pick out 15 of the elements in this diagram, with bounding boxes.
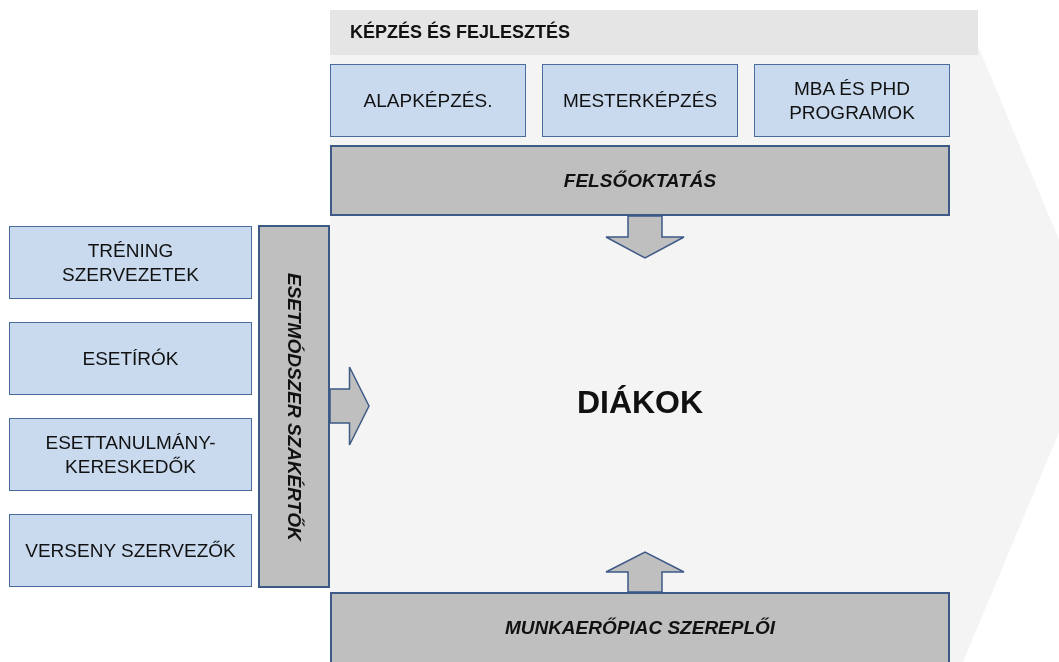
program-box: ALAPKÉPZÉS. [330,64,526,137]
section-header: KÉPZÉS ÉS FEJLESZTÉS [330,10,978,55]
center-label: DIÁKOK [575,384,705,421]
program-box: MBA ÉS PHD PROGRAMOK [754,64,950,137]
block-arrow [605,215,685,259]
block-arrow [605,551,685,593]
organization-box: ESETÍRÓK [9,322,252,395]
organization-box: TRÉNING SZERVEZETEK [9,226,252,299]
organization-box: ESETTANULMÁNY-KERESKEDŐK [9,418,252,491]
organization-box: VERSENY SZERVEZŐK [9,514,252,587]
program-box: MESTERKÉPZÉS [542,64,738,137]
category-bar: FELSŐOKTATÁS [330,145,950,216]
category-bar: MUNKAERŐPIAC SZEREPLŐI [330,592,950,662]
category-bar: ESETMÓDSZER SZAKÉRTŐK [258,225,330,588]
block-arrow [329,366,370,446]
